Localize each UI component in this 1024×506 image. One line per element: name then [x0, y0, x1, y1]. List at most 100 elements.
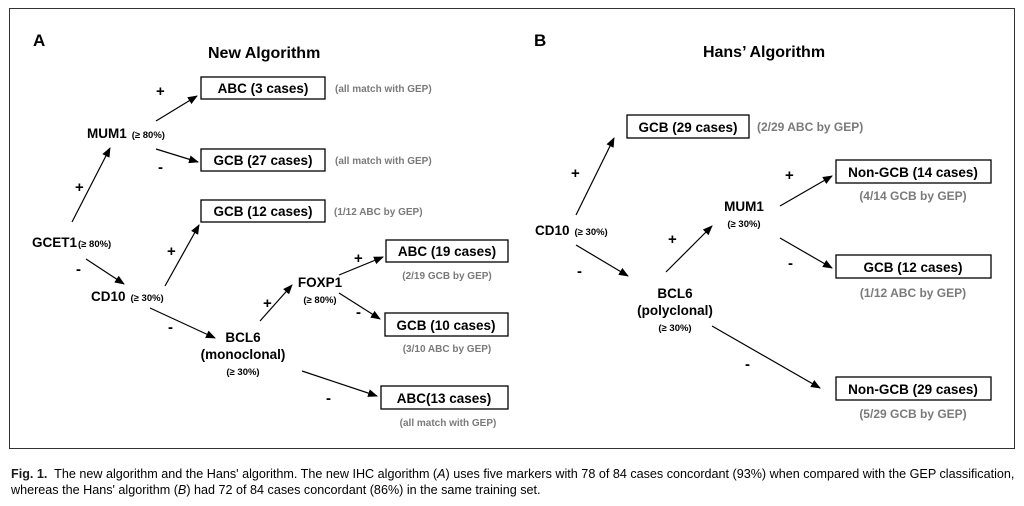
note-gcb12: (1/12 ABC by GEP) — [334, 207, 423, 218]
arrow-cd10-bcl6 — [575, 244, 629, 277]
arrow-gcet1-cd10 — [85, 258, 125, 285]
panel-a: A New Algorithm + - + - + - + - + - — [32, 31, 509, 429]
note-b-nongcb14: (4/14 GCB by GEP) — [859, 189, 966, 203]
node-mum1-label: MUM1 — [87, 126, 127, 141]
box-abc13 — [380, 385, 509, 410]
node-mum1-threshold: (≥ 80%) — [132, 130, 165, 141]
node-b-bcl6-polyclonal: BCL6 (polyclonal) (≥ 30%) — [637, 286, 713, 334]
arrow-mum1-nongcb14 — [779, 175, 833, 207]
arrow-mum1-abc3 — [155, 95, 198, 122]
label-abc13: ABC(13 cases) — [397, 391, 492, 406]
box-b-nongcb14 — [835, 159, 992, 184]
node-bcl6-type: (monoclonal) — [201, 347, 286, 362]
caption-text-3: ) had 72 of 84 cases concordant (86%) in… — [186, 483, 541, 497]
panel-b: B Hans’ Algorithm + - + - + - CD10(≥ 30%… — [534, 31, 992, 421]
caption-ref-b: B — [177, 483, 187, 497]
sign-plus-cd10: + — [571, 165, 580, 182]
sign-minus-gcet1: - — [76, 261, 81, 278]
node-foxp1-threshold: (≥ 80%) — [303, 295, 336, 306]
panel-b-arrows — [575, 137, 833, 389]
caption-ref-a: A — [437, 467, 446, 481]
label-gcb27: GCB (27 cases) — [213, 153, 312, 168]
panel-b-title: Hans’ Algorithm — [703, 44, 825, 61]
caption-text-1: The new algorithm and the Hans' algorith… — [54, 467, 438, 481]
label-gcb10: GCB (10 cases) — [396, 318, 495, 333]
figure-frame — [9, 8, 1015, 449]
sign-plus-bcl6: + — [263, 295, 272, 312]
panel-a-title: New Algorithm — [208, 45, 320, 62]
panel-a-letter: A — [33, 31, 45, 50]
arrow-cd10-gcb29 — [575, 137, 615, 216]
node-b-bcl6-type: (polyclonal) — [637, 303, 713, 318]
panel-b-box-labels: GCB (29 cases) Non-GCB (14 cases) GCB (1… — [638, 120, 977, 397]
node-b-cd10: CD10(≥ 30%) — [535, 223, 608, 238]
note-abc13: (all match with GEP) — [400, 418, 497, 429]
arrow-foxp1-gcb10 — [338, 292, 381, 320]
note-b-nongcb29: (5/29 GCB by GEP) — [859, 407, 966, 421]
node-b-cd10-label: CD10 — [535, 223, 570, 238]
box-abc3 — [200, 76, 326, 100]
sign-plus-mum1: + — [785, 167, 794, 184]
arrow-bcl6-nongcb29 — [711, 325, 821, 389]
sign-minus-bcl6: - — [745, 356, 750, 373]
panel-b-signs: + - + - + - — [571, 165, 794, 373]
box-abc19 — [385, 239, 509, 263]
sign-plus-gcet1: + — [75, 179, 84, 196]
note-abc3: (all match with GEP) — [335, 84, 432, 95]
note-gcb10: (3/10 ABC by GEP) — [403, 344, 492, 355]
node-cd10-threshold: (≥ 30%) — [131, 293, 164, 304]
panel-b-notes: (2/29 ABC by GEP) (4/14 GCB by GEP) (1/1… — [757, 120, 967, 421]
label-b-gcb12: GCB (12 cases) — [863, 260, 962, 275]
node-b-mum1-label: MUM1 — [724, 199, 764, 214]
box-b-nongcb29 — [835, 376, 992, 401]
note-b-gcb29: (2/29 ABC by GEP) — [757, 120, 863, 134]
sign-minus-bcl6: - — [326, 390, 331, 407]
figure-caption: Fig. 1. The new algorithm and the Hans' … — [11, 466, 1016, 498]
panel-a-box-labels: ABC (3 cases) GCB (27 cases) GCB (12 cas… — [213, 81, 496, 406]
label-b-gcb29: GCB (29 cases) — [638, 120, 737, 135]
panel-a-signs: + - + - + - + - + - — [75, 83, 363, 407]
sign-plus-foxp1: + — [354, 250, 363, 267]
node-bcl6-monoclonal: BCL6 (monoclonal) (≥ 30%) — [201, 330, 286, 378]
caption-label: Fig. 1. — [11, 467, 48, 481]
label-gcb12: GCB (12 cases) — [213, 204, 312, 219]
sign-minus-cd10: - — [168, 319, 173, 336]
panel-a-notes: (all match with GEP) (all match with GEP… — [334, 84, 496, 429]
node-b-bcl6-label: BCL6 — [657, 286, 693, 301]
arrow-mum1-gcb27 — [155, 148, 199, 164]
node-gcet1: GCET1(≥ 80%) — [32, 235, 111, 250]
node-foxp1: FOXP1 (≥ 80%) — [298, 275, 343, 306]
note-abc19: (2/19 GCB by GEP) — [402, 271, 491, 282]
arrow-foxp1-abc19 — [338, 256, 384, 276]
label-b-nongcb14: Non-GCB (14 cases) — [848, 165, 978, 180]
svg-text:CD10(≥ 30%): CD10 (≥ 30%) — [91, 289, 164, 304]
arrow-cd10-gcb12 — [164, 224, 200, 287]
node-bcl6-label: BCL6 — [225, 330, 261, 345]
arrow-bcl6-mum1 — [665, 225, 713, 273]
node-b-bcl6-threshold: (≥ 30%) — [658, 323, 691, 334]
arrow-cd10-bcl6 — [149, 307, 216, 339]
panel-b-boxes — [626, 114, 992, 401]
panel-b-letter: B — [534, 31, 546, 50]
sign-minus-foxp1: - — [356, 304, 361, 321]
node-bcl6-threshold: (≥ 30%) — [226, 367, 259, 378]
label-abc19: ABC (19 cases) — [398, 244, 496, 259]
arrow-bcl6-foxp1 — [259, 284, 293, 322]
arrow-bcl6-abc13 — [301, 370, 378, 397]
box-b-gcb12 — [835, 254, 992, 279]
box-gcb12 — [200, 199, 326, 223]
node-cd10: CD10 (≥ 30%) — [91, 289, 164, 304]
arrow-gcet1-mum1 — [71, 147, 111, 223]
note-b-gcb12: (1/12 ABC by GEP) — [860, 286, 966, 300]
node-foxp1-label: FOXP1 — [298, 275, 343, 290]
box-b-gcb29 — [626, 114, 750, 139]
box-gcb10 — [384, 312, 509, 337]
arrow-mum1-gcb12 — [779, 237, 833, 269]
node-cd10-label: CD10 — [91, 289, 126, 304]
node-mum1: MUM1 (≥ 80%) — [87, 126, 165, 141]
label-b-nongcb29: Non-GCB (29 cases) — [848, 382, 978, 397]
panel-a-boxes — [200, 76, 509, 410]
sign-plus-bcl6: + — [668, 231, 677, 248]
algorithm-diagram: A New Algorithm + - + - + - + - + - — [32, 31, 992, 429]
sign-plus-mum1-abc: + — [156, 83, 165, 100]
